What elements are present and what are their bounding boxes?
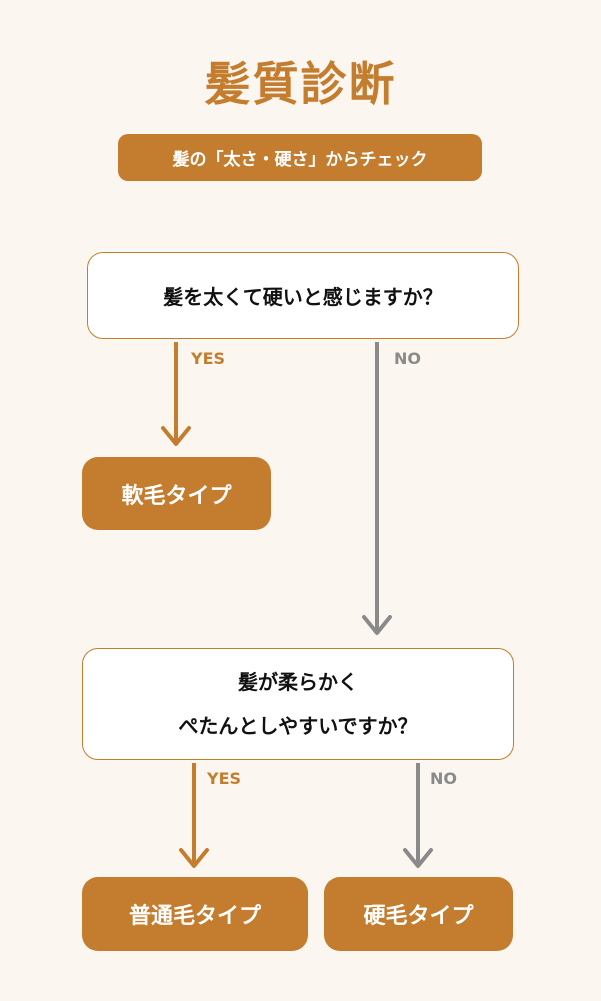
q1-no-arrow (362, 342, 392, 635)
q2-no-arrow (403, 763, 433, 868)
q1-yes-arrow (161, 342, 191, 446)
q2-yes-arrow (179, 763, 209, 868)
question-2-line-2: ぺたんとしやすいですか？ (178, 714, 418, 738)
result-soft-hair: 軟毛タイプ (82, 457, 271, 530)
question-2-line-1: 髪が柔らかく (238, 670, 358, 694)
result-normal-hair: 普通毛タイプ (82, 877, 308, 951)
q1-yes-label: YES (191, 349, 226, 368)
result-normal-hair-label: 普通毛タイプ (128, 904, 261, 929)
subtitle-badge: 髪の「太さ・硬さ」からチェック (118, 134, 482, 181)
subtitle-text: 髪の「太さ・硬さ」からチェック (172, 150, 428, 170)
question-box-2: 髪が柔らかく ぺたんとしやすいですか？ (82, 648, 514, 760)
q2-no-label: NO (430, 769, 457, 788)
result-hard-hair: 硬毛タイプ (324, 877, 513, 951)
result-hard-hair-label: 硬毛タイプ (363, 904, 474, 929)
q1-no-label: NO (394, 349, 421, 368)
question-1-text: 髪を太くて硬いと感じますか？ (163, 285, 443, 309)
q2-yes-label: YES (207, 769, 242, 788)
result-soft-hair-label: 軟毛タイプ (121, 483, 232, 509)
question-box-1: 髪を太くて硬いと感じますか？ (87, 252, 519, 339)
page-title: 髪質診断 (204, 57, 397, 111)
